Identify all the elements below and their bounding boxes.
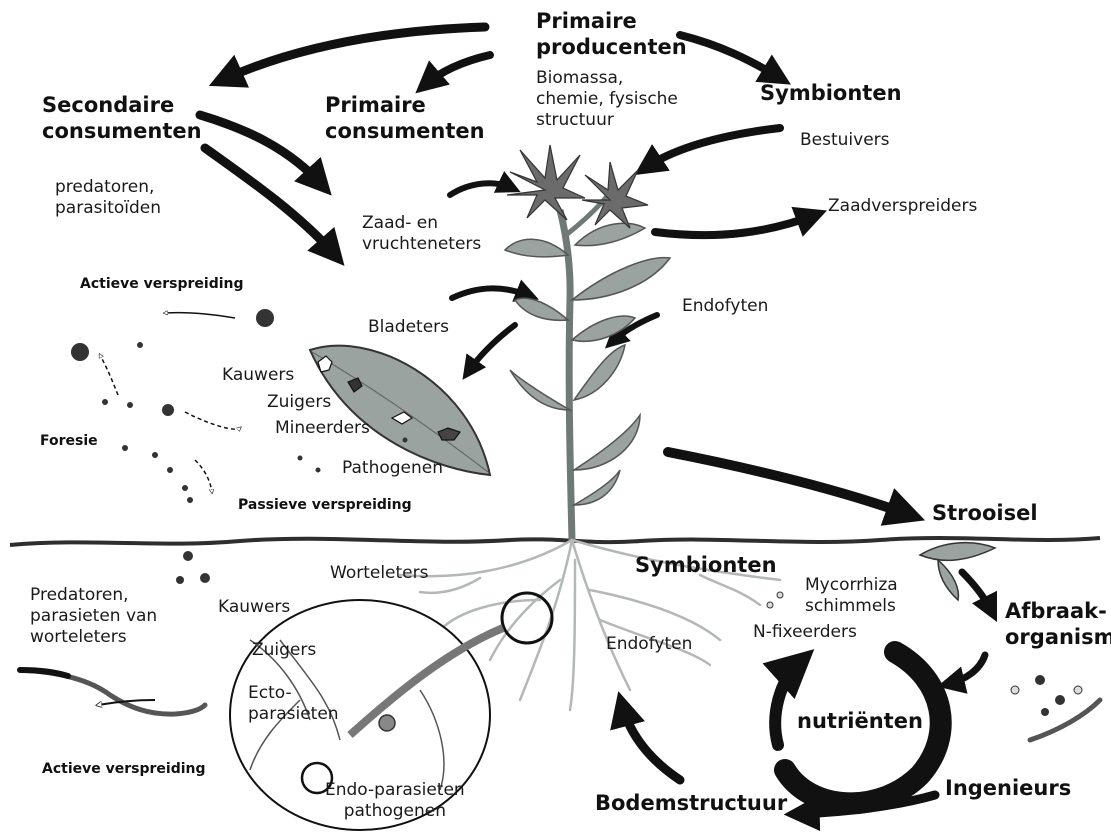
label-worteleters: Worteleters <box>330 563 428 584</box>
arrow-zaadeters <box>450 183 512 195</box>
leaf-icon <box>920 543 995 561</box>
label-mycorrhiza: Mycorrhiza schimmels <box>805 575 898 617</box>
label-strooisel: Strooisel <box>932 500 1038 526</box>
label-afbraak-organismen: Afbraak- organismen <box>1005 598 1111 650</box>
label-primaire-consumenten: Primaire consumenten <box>325 92 485 144</box>
plant-stem <box>560 210 572 540</box>
label-passieve-verspreiding: Passieve verspreiding <box>238 496 412 514</box>
worm-icon <box>20 670 205 714</box>
arrow-bestuivers <box>645 128 780 168</box>
label-pathogenen: Pathogenen <box>342 458 443 479</box>
label-mineerders: Mineerders <box>275 418 370 439</box>
leaf-icon <box>572 258 670 300</box>
flower-icon <box>582 162 648 228</box>
leaf-icon <box>310 346 490 475</box>
insect-icon <box>71 343 89 361</box>
arrow-producers-to-primary <box>425 55 490 85</box>
arrow-secondary-2 <box>205 148 335 255</box>
leaf-icon <box>574 415 640 470</box>
label-predatoren-parasieten: Predatoren, parasieten van worteleters <box>30 585 157 648</box>
label-zuigers-top: Zuigers <box>267 392 331 413</box>
arrow-to-strooisel <box>668 452 910 515</box>
label-kauwers-bottom: Kauwers <box>218 597 290 618</box>
soil-surface-line <box>10 538 1100 545</box>
arrow-bodemstructuur <box>622 705 680 780</box>
label-bladeters: Bladeters <box>368 317 449 338</box>
arrow-secondary-1 <box>200 115 322 185</box>
leaf-icon <box>574 345 625 400</box>
label-kauwers-top: Kauwers <box>222 365 294 386</box>
label-primaire-producenten: Primaire producenten <box>536 8 687 60</box>
leaf-icon <box>510 370 570 410</box>
arrow-bladeters <box>452 288 530 298</box>
arrow-zaadverspreiders <box>655 215 815 235</box>
flower-icon <box>507 145 585 220</box>
arrow-producers-to-symbionts <box>680 35 780 78</box>
arrow-to-leaf <box>468 325 515 372</box>
label-foresie: Foresie <box>40 432 98 450</box>
label-zuigers-bottom: Zuigers <box>252 640 316 661</box>
label-n-fixeerders: N-fixeerders <box>753 622 857 643</box>
leaf-icon <box>575 223 645 245</box>
arrow-to-afbraak <box>962 572 992 612</box>
label-actieve-verspreiding-top: Actieve verspreiding <box>80 275 244 293</box>
leaf-icon <box>515 298 568 320</box>
label-symbionten-bottom: Symbionten <box>635 552 777 578</box>
label-ingenieurs: Ingenieurs <box>945 775 1071 801</box>
label-zaad-vruchteneters: Zaad- en vruchteneters <box>362 213 481 255</box>
leaf-icon <box>574 470 620 505</box>
label-endofyten-bottom: Endofyten <box>606 634 692 655</box>
label-actieve-verspreiding-bottom: Actieve verspreiding <box>42 760 206 778</box>
arrow-afbraak-down <box>948 655 985 684</box>
dispersal-arrows <box>100 313 240 492</box>
label-nutrienten: nutriënten <box>797 708 923 734</box>
label-zaadverspreiders: Zaadverspreiders <box>828 196 977 217</box>
label-bestuivers: Bestuivers <box>800 130 890 151</box>
label-endo-parasieten: Endo-parasieten pathogenen <box>325 780 465 822</box>
label-ecto-parasieten: Ecto- parasieten <box>248 683 339 725</box>
worm-icon <box>1030 700 1100 740</box>
label-endofyten-top: Endofyten <box>682 296 768 317</box>
insect-icon <box>256 309 274 327</box>
label-predatoren-parasitoiden: predatoren, parasitoïden <box>55 177 161 219</box>
label-symbionten-top: Symbionten <box>760 80 902 106</box>
label-biomassa: Biomassa, chemie, fysische structuur <box>536 68 678 131</box>
leaf-icon <box>938 560 958 600</box>
leaf-icon <box>505 239 568 257</box>
label-secondaire-consumenten: Secondaire consumenten <box>42 92 202 144</box>
insect-icon <box>162 404 174 416</box>
label-bodemstructuur: Bodemstructuur <box>595 790 787 816</box>
